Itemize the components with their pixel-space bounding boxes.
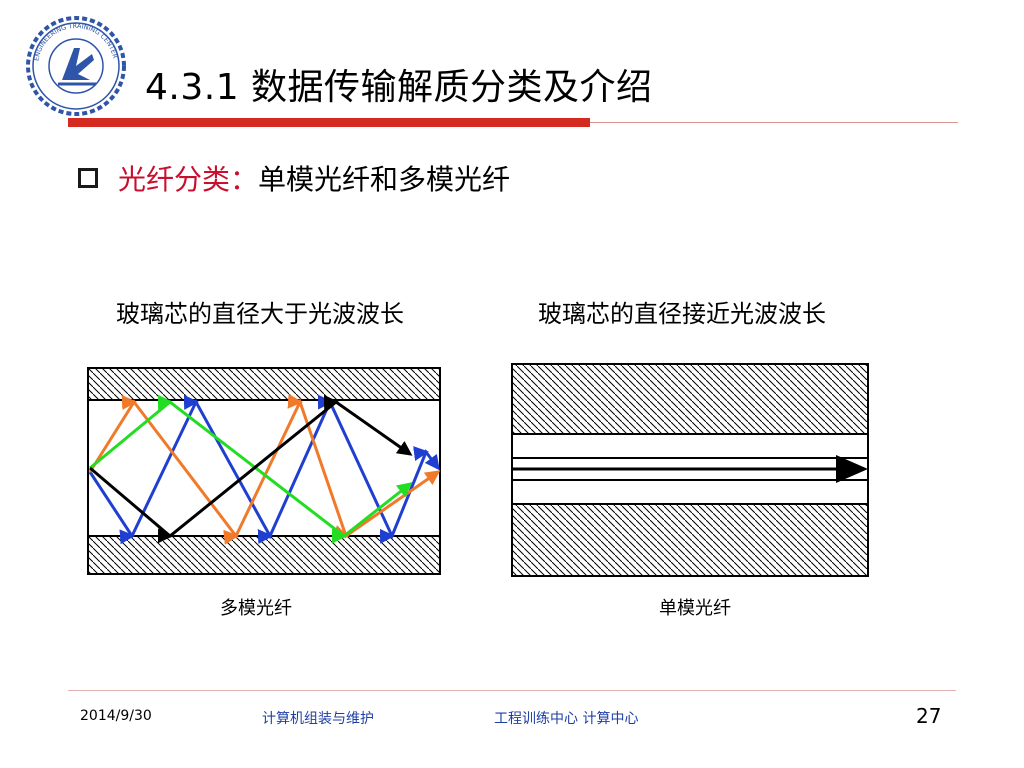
footer-course: 计算机组装与维护 [262,711,374,727]
multimode-caption-bottom: 多模光纤 [220,598,292,619]
cladding-top [87,367,441,401]
singlemode-fiber-diagram [496,282,886,624]
cladding-bottom [511,503,869,577]
bullet-text: 单模光纤和多模光纤 [258,163,511,196]
singlemode-caption-bottom: 单模光纤 [659,598,731,619]
title-underline-thin [590,122,958,123]
cladding-bottom [87,535,441,575]
footer-org: 工程训练中心 计算中心 [494,711,639,727]
multimode-caption-top: 玻璃芯的直径大于光波波长 [116,300,404,328]
figure-multimode-fiber: 玻璃芯的直径大于光波波长 多模光纤 [86,282,450,624]
training-center-logo: ENGINEERING TRAINING CENTER [26,16,126,116]
bullet-item: 光纤分类： 单模光纤和多模光纤 [78,158,510,198]
ray-arrowhead [836,455,868,483]
footer-date: 2014/9/30 [80,708,152,724]
slide-title: 4.3.1 数据传输解质分类及介绍 [145,67,653,108]
cladding-top [511,363,869,435]
ray-black [89,394,413,544]
bullet-label: 光纤分类： [118,163,259,196]
page-number: 27 [916,704,942,728]
multimode-fiber-diagram [86,282,450,624]
checkbox-bullet-icon [78,168,98,188]
singlemode-caption-top: 玻璃芯的直径接近光波波长 [538,300,826,328]
figure-singlemode-fiber: 玻璃芯的直径接近光波波长 单模光纤 [496,282,886,624]
title-underline-bar [68,118,590,127]
footer-divider [68,690,956,691]
